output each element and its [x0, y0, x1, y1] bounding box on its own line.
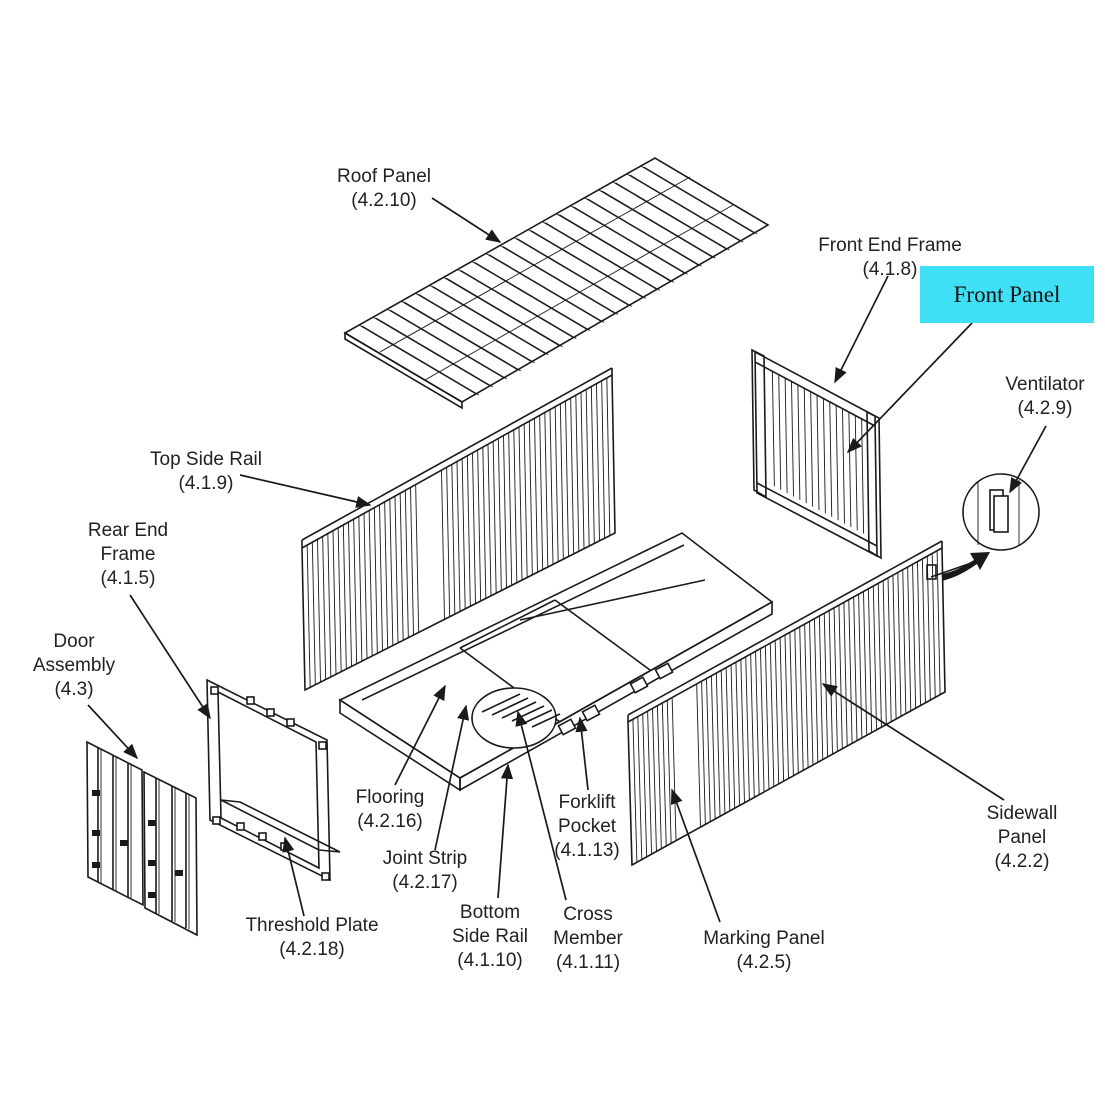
front-sidewall-drawing: [627, 540, 946, 867]
roof-panel-drawing: [343, 157, 770, 410]
rear-end-frame-drawing: [206, 678, 341, 882]
label-top-side-rail: Top Side Rail(4.1.9): [150, 449, 262, 494]
label-threshold-plate: Threshold Plate(4.2.18): [245, 915, 379, 960]
label-front-panel-highlight: Front Panel: [920, 266, 1094, 323]
label-roof-panel: Roof Panel(4.2.10): [336, 166, 431, 211]
leader-lines: [87, 197, 1047, 923]
base-frame-drawing: [338, 532, 774, 792]
door-assembly-drawing: [86, 740, 198, 937]
ventilator-detail: [930, 473, 1040, 582]
label-front-end-frame: Front End Frame(4.1.8): [818, 235, 962, 280]
label-marking-panel: Marking Panel(4.2.5): [703, 928, 825, 973]
front-end-frame-drawing: [751, 348, 882, 560]
label-ventilator: Ventilator(4.2.9): [1005, 374, 1085, 419]
label-joint-strip: Joint Strip(4.2.17): [382, 848, 468, 893]
rear-sidewall-drawing: [301, 367, 616, 692]
label-flooring: Flooring(4.2.16): [355, 787, 425, 832]
